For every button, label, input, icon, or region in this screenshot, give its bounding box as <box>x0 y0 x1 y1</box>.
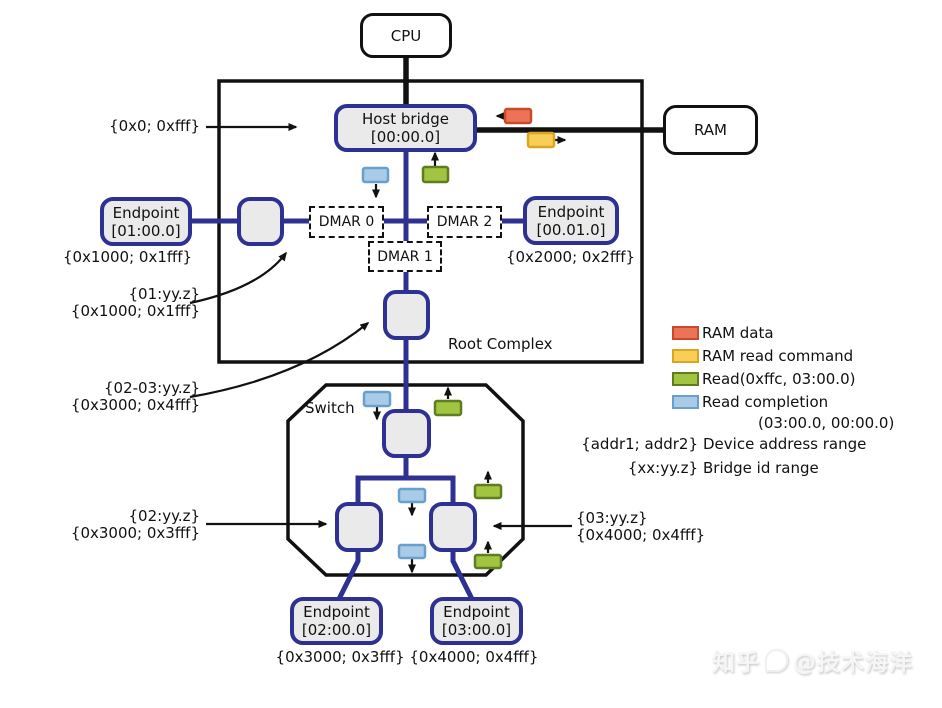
dmar1-box: DMAR 1 <box>368 241 442 272</box>
pci-bridge-box <box>237 197 284 246</box>
ram-label: RAM <box>693 121 728 139</box>
legend-swatch-read-completion-icon <box>672 395 699 409</box>
endpoint-02-id: [02:00.0] <box>301 621 372 639</box>
annotation-hostbridge-range: {0x0; 0xfff} <box>109 117 200 135</box>
read-packet-icon-2 <box>433 399 463 417</box>
annotation-arrow-rootport <box>189 322 370 399</box>
dmar2-box: DMAR 2 <box>427 206 502 238</box>
legend-swatch-read-icon <box>672 372 699 386</box>
legend-swatch-ram-read-command-icon <box>672 349 699 363</box>
annotation-rootport-ids: {02-03:yy.z} <box>104 379 200 397</box>
legend-row-ram-read-command: RAM read command <box>672 347 894 365</box>
endpoint-01-id: [01:00.0] <box>111 221 181 240</box>
dmar2-label: DMAR 2 <box>436 214 493 230</box>
annotation-ds-left-ids: {02:yy.z} <box>128 507 200 525</box>
legend-notation: {addr1; addr2} Device address range {xx:… <box>558 435 866 483</box>
read-completion-packet-icon-2 <box>362 390 392 408</box>
ram-read-command-packet-icon <box>526 131 556 149</box>
read-completion-packet-icon-3 <box>397 487 427 504</box>
dmar0-box: DMAR 0 <box>309 206 384 238</box>
ds-left-to-ep02-link <box>335 548 361 603</box>
host-bridge-name: Host bridge <box>361 110 450 128</box>
legend-row-ram-data: RAM data <box>672 324 894 342</box>
read-completion-packet-icon-1 <box>361 166 390 184</box>
host-bridge-id: [00:00.0] <box>370 128 441 146</box>
legend-row-read: Read(0xffc, 03:00.0) <box>672 370 894 388</box>
annotation-bridge01-range: {0x1000; 0x1fff} <box>70 302 200 320</box>
switch-label: Switch <box>305 399 355 417</box>
switch-downstream-left-box <box>335 502 383 552</box>
read-completion-packet-icon-4 <box>397 543 427 560</box>
annotation-ds-left-range: {0x3000; 0x3fff} <box>70 524 200 542</box>
notation-label-device-address: Device address range <box>703 435 867 453</box>
endpoint-0001-box: Endpoint [00.01.0] <box>523 196 619 245</box>
endpoint-03-id: [03:00.0] <box>441 621 512 639</box>
legend-read-completion-detail: (03:00.0, 00:00.0) <box>758 414 895 432</box>
ram-box: RAM <box>663 105 758 155</box>
host-bridge-box: Host bridge [00:00.0] <box>334 104 477 152</box>
switch-upstream-port-box <box>382 409 431 458</box>
annotation-bridge01: {01:yy.z} {0x1000; 0x1fff} <box>55 286 200 320</box>
notation-key-device-address: {addr1; addr2} <box>581 435 698 453</box>
legend-label-ram-data: RAM data <box>702 324 774 342</box>
endpoint-03-name: Endpoint <box>443 603 510 621</box>
bottom-addr-ranges: {0x3000; 0x3fff} {0x4000; 0x4fff} <box>275 648 539 666</box>
endpoint-01-box: Endpoint [01:00.0] <box>100 197 192 246</box>
endpoint-02-box: Endpoint [02:00.0] <box>290 597 383 645</box>
endpoint-03-box: Endpoint [03:00.0] <box>430 597 523 645</box>
endpoint-01-addr-range: {0x1000; 0x1fff} <box>62 248 193 266</box>
legend: RAM data RAM read command Read(0xffc, 03… <box>672 324 895 432</box>
annotation-arrow-bridge01 <box>189 251 287 305</box>
switch-split-bus <box>355 475 456 506</box>
watermark: 知乎 @技术海洋 <box>712 643 913 677</box>
read-packet-icon-4 <box>473 553 503 570</box>
annotation-bridge01-ids: {01:yy.z} <box>128 285 200 303</box>
read-packet-icon-1 <box>421 165 450 184</box>
cpu-box: CPU <box>360 13 452 58</box>
legend-swatch-ram-data-icon <box>672 326 699 340</box>
annotation-rootport: {02-03:yy.z} {0x3000; 0x4fff} <box>55 380 200 414</box>
endpoint-02-name: Endpoint <box>303 603 370 621</box>
legend-label-read: Read(0xffc, 03:00.0) <box>702 370 856 388</box>
endpoint-01-name: Endpoint <box>112 203 180 222</box>
ram-data-packet-icon <box>503 107 533 125</box>
ds-right-to-ep03-link <box>450 548 476 603</box>
legend-row-read-completion: Read completion <box>672 393 894 411</box>
endpoint-0001-addr-range: {0x2000; 0x2fff} <box>505 248 636 266</box>
notation-key-bridge-id: {xx:yy.z} <box>627 459 698 477</box>
root-complex-label: Root Complex <box>448 335 553 353</box>
dmar1-label: DMAR 1 <box>377 248 433 265</box>
legend-label-ram-read-command: RAM read command <box>702 347 854 365</box>
endpoint-0001-id: [00.01.0] <box>536 220 606 239</box>
annotation-rootport-range: {0x3000; 0x4fff} <box>70 396 200 414</box>
switch-downstream-right-box <box>429 502 477 552</box>
zhihu-logo-icon <box>765 648 788 672</box>
notation-row-bridge-id: {xx:yy.z} Bridge id range <box>558 459 866 477</box>
annotation-ds-right: {03:yy.z} {0x4000; 0x4fff} <box>576 510 705 544</box>
watermark-handle: @技术海洋 <box>793 650 913 676</box>
notation-label-bridge-id: Bridge id range <box>703 459 819 477</box>
watermark-site: 知乎 <box>712 650 760 676</box>
root-port-box <box>383 290 430 340</box>
endpoint-0001-name: Endpoint <box>537 202 605 221</box>
legend-label-read-completion: Read completion <box>702 393 829 411</box>
annotation-ds-right-range: {0x4000; 0x4fff} <box>576 526 706 544</box>
annotation-ds-left: {02:yy.z} {0x3000; 0x3fff} <box>55 508 200 542</box>
dmar0-label: DMAR 0 <box>318 214 375 230</box>
annotation-ds-right-ids: {03:yy.z} <box>576 509 648 527</box>
notation-row-device-address: {addr1; addr2} Device address range <box>558 435 866 453</box>
read-packet-icon-3 <box>473 483 503 500</box>
cpu-label: CPU <box>390 26 422 45</box>
